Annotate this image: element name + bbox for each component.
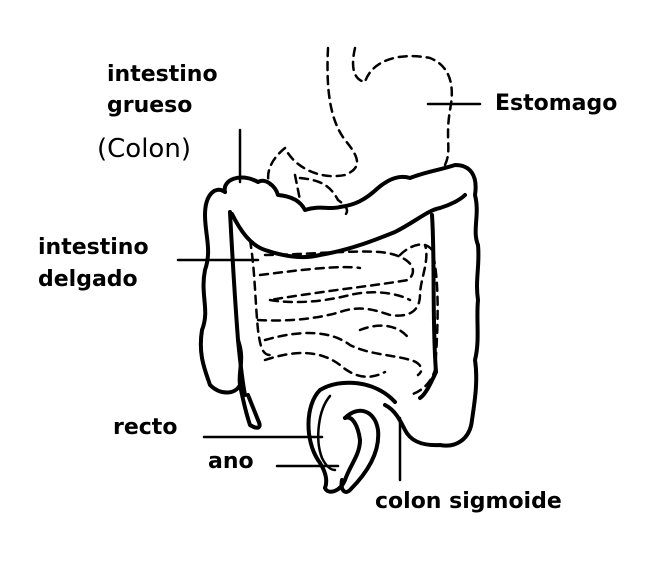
- label-anus: ano: [208, 449, 254, 474]
- label-sigmoid-colon: colon sigmoide: [375, 489, 562, 514]
- label-large-intestine-line1: intestino: [107, 62, 218, 87]
- label-colon: (Colon): [97, 134, 191, 164]
- label-stomach: Estomago: [495, 91, 618, 116]
- label-large-intestine-line2: grueso: [107, 93, 193, 118]
- colon-outline: [198, 163, 481, 494]
- label-small-intestine-line2: delgado: [38, 267, 138, 292]
- leader-lines: [176, 102, 482, 482]
- stomach-outline: [266, 46, 454, 217]
- rectum-inner-line: [317, 394, 337, 472]
- small-intestine-outline: [248, 238, 439, 397]
- label-small-intestine-line1: intestino: [38, 235, 149, 260]
- label-rectum: recto: [113, 415, 178, 440]
